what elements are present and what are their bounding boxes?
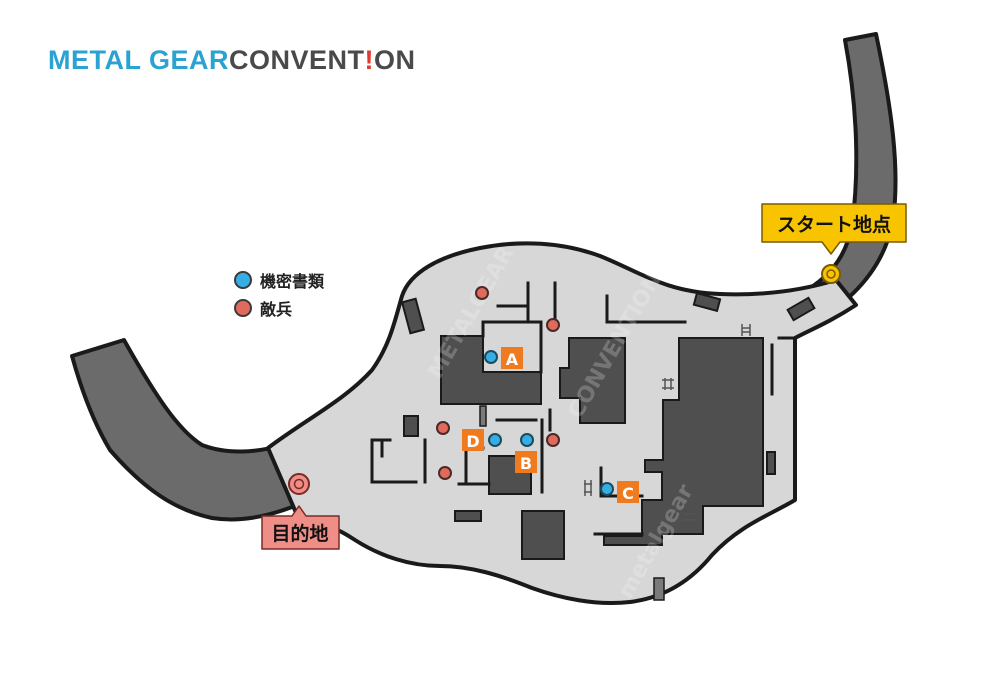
doc-label-c: C	[622, 484, 634, 503]
document-labels: A B C D	[462, 347, 639, 503]
logo-exclamation: !	[364, 45, 375, 75]
document-marker-c	[600, 482, 614, 496]
legend-item-documents: 機密書類	[234, 266, 324, 294]
crate-3	[786, 296, 816, 322]
ladders	[584, 324, 751, 521]
crate-7	[479, 405, 487, 427]
logo-convent: CONVENT	[229, 45, 365, 75]
doc-label-b: B	[520, 454, 532, 473]
document-marker-d	[488, 433, 502, 447]
doc-label-b-bg	[515, 451, 537, 473]
crate-2	[692, 291, 722, 313]
enemy-marker	[438, 466, 452, 480]
crate-5	[766, 451, 776, 475]
start-callout-bg	[761, 203, 907, 255]
enemy-marker	[475, 286, 489, 300]
doc-label-a: A	[506, 350, 519, 369]
enemy-marker	[546, 318, 560, 332]
base-floor	[266, 241, 858, 606]
doc-label-d: D	[466, 432, 479, 451]
legend-label-enemies: 敵兵	[260, 300, 293, 319]
doc-label-a-bg	[501, 347, 523, 369]
document-marker-b	[520, 433, 534, 447]
goal-marker: 目的地	[261, 473, 340, 550]
building-south	[521, 510, 565, 560]
document-marker-a	[484, 350, 498, 364]
logo-on: ON	[374, 45, 416, 75]
map-legend: 機密書類 敵兵	[234, 266, 324, 322]
enemy-marker	[436, 421, 450, 435]
enemy-dot-icon	[234, 299, 252, 317]
goal-label: 目的地	[271, 522, 328, 545]
document-dot-icon	[234, 271, 252, 289]
doc-label-c-bg	[617, 481, 639, 503]
goal-callout-bg	[261, 505, 340, 550]
west-road	[70, 338, 302, 522]
enemy-markers	[436, 286, 560, 480]
enemy-marker	[546, 433, 560, 447]
start-label: スタート地点	[777, 213, 891, 236]
building-central	[559, 337, 626, 424]
logo-metal-gear: METAL GEAR	[48, 45, 230, 75]
crate-1	[400, 297, 426, 335]
building-small	[403, 415, 419, 437]
crate-4	[454, 510, 482, 522]
document-markers	[484, 350, 614, 496]
legend-item-enemies: 敵兵	[234, 294, 324, 322]
metal-gear-convention-logo: METAL GEARCONVENT!ON	[48, 44, 416, 76]
east-road	[786, 32, 898, 328]
building-east	[603, 337, 764, 546]
crate-6	[653, 577, 665, 601]
start-marker: スタート地点	[761, 203, 907, 284]
legend-label-documents: 機密書類	[260, 272, 325, 291]
doc-label-d-bg	[462, 429, 484, 451]
